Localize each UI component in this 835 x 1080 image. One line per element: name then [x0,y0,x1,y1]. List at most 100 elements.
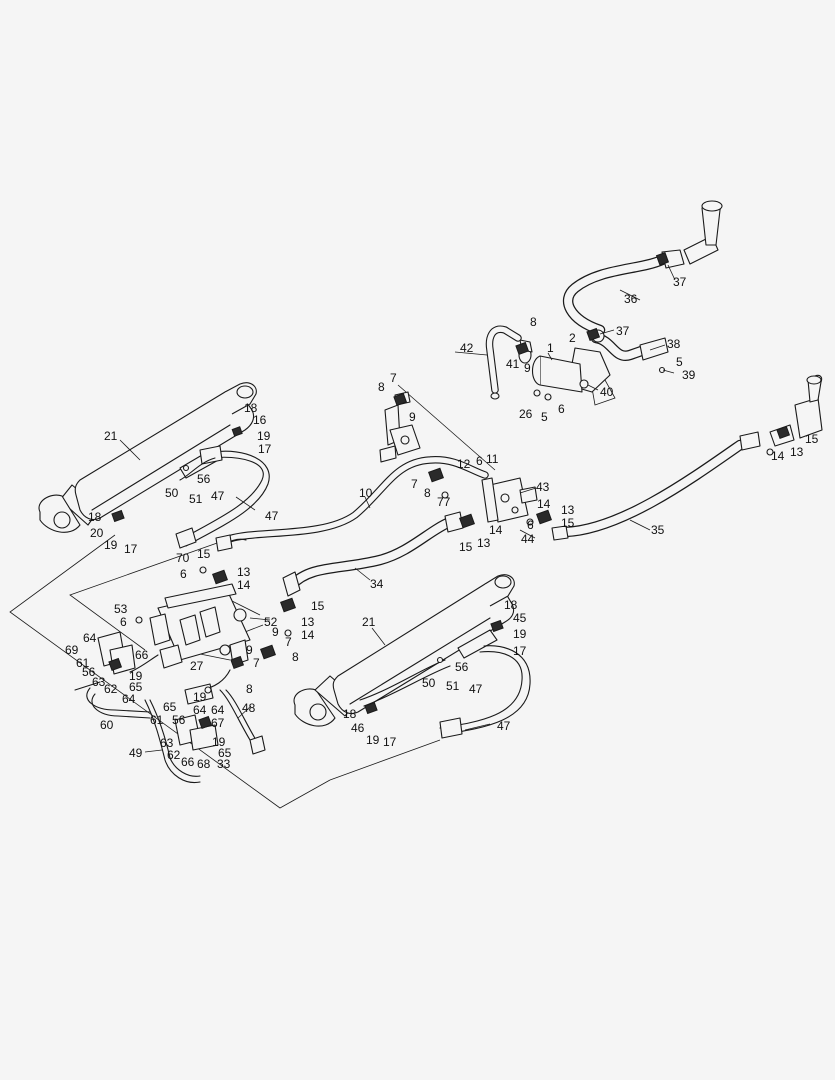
label-51: 51 [189,492,203,506]
label-15: 15 [561,516,575,530]
label-47: 47 [469,682,483,696]
label-48: 48 [242,701,256,715]
label-56: 56 [455,660,469,674]
label-60: 60 [100,718,114,732]
label-18: 18 [504,598,518,612]
label-56: 56 [82,665,96,679]
label-70: 70 [176,551,190,565]
label-14: 14 [771,449,785,463]
label-65: 65 [129,680,143,694]
lower-left-hoses [74,631,266,784]
label-64: 64 [193,703,207,717]
label-1: 1 [547,341,554,355]
label-77: 77 [437,495,451,509]
label-5: 5 [541,410,548,424]
fittings [108,251,791,730]
label-13: 13 [237,565,251,579]
label-9: 9 [272,625,279,639]
label-18: 18 [244,401,258,415]
label-52: 52 [264,615,278,629]
label-33: 33 [217,757,231,771]
label-39: 39 [682,368,696,382]
label-7: 7 [253,656,260,670]
label-6: 6 [476,454,483,468]
label-62: 62 [167,748,181,762]
label-15: 15 [459,540,473,554]
label-66: 66 [135,648,149,662]
lift-cylinder-upper [38,382,257,533]
label-14: 14 [537,497,551,511]
label-47: 47 [211,489,225,503]
hydraulic-pump [485,325,611,401]
label-64: 64 [122,692,136,706]
flow-divider [481,477,538,523]
label-47: 47 [497,719,511,733]
label-37: 37 [673,275,687,289]
leader-lines [119,264,676,753]
label-67: 67 [211,716,225,730]
label-6: 6 [558,402,565,416]
label-13: 13 [301,615,315,629]
label-38: 38 [667,337,681,351]
label-65: 65 [218,746,232,760]
reference-lines [9,379,616,809]
label-18: 18 [88,510,102,524]
label-17: 17 [383,735,397,749]
label-19: 19 [104,538,118,552]
label-68: 68 [197,757,211,771]
label-13: 13 [790,445,804,459]
label-14: 14 [237,578,251,592]
label-6: 6 [527,518,534,532]
label-46: 46 [351,721,365,735]
label-69: 69 [65,643,79,657]
label-51: 51 [446,679,460,693]
callout-labels: 1 2 5 5 6 6 6 6 6 7 7 7 7 8 8 8 8 8 9 9 … [65,275,819,771]
label-9: 9 [524,361,531,375]
label-49: 49 [129,746,143,760]
label-15: 15 [197,547,211,561]
label-26: 26 [519,407,533,421]
label-20: 20 [90,526,104,540]
label-19: 19 [257,429,271,443]
label-19: 19 [212,735,226,749]
label-6: 6 [120,615,127,629]
label-47: 47 [265,509,279,523]
label-17: 17 [513,644,527,658]
label-7: 7 [411,477,418,491]
label-17: 17 [258,442,272,456]
label-16: 16 [253,413,267,427]
label-21: 21 [362,615,376,629]
label-14: 14 [301,628,315,642]
label-21: 21 [104,429,118,443]
label-17: 17 [124,542,138,556]
label-12: 12 [457,457,471,471]
lift-cylinder-lower [293,574,515,727]
label-34: 34 [370,577,384,591]
label-64: 64 [211,703,225,717]
control-valve-block [149,583,251,669]
label-61: 61 [150,713,164,727]
label-11: 11 [486,452,499,466]
label-8: 8 [246,682,253,696]
label-56: 56 [197,472,211,486]
label-50: 50 [165,486,179,500]
label-41: 41 [506,357,520,371]
label-8: 8 [292,650,299,664]
label-8: 8 [530,315,537,329]
label-19: 19 [366,733,380,747]
label-66: 66 [181,755,195,769]
label-13: 13 [561,503,575,517]
label-18: 18 [343,707,357,721]
label-50: 50 [422,676,436,690]
label-14: 14 [489,523,503,537]
label-63: 63 [92,675,106,689]
label-44: 44 [521,532,535,546]
label-27: 27 [190,659,204,673]
label-10: 10 [359,486,373,500]
label-61: 61 [76,656,90,670]
label-35: 35 [651,523,665,537]
label-13: 13 [477,536,491,550]
label-8: 8 [424,486,431,500]
label-43: 43 [536,480,550,494]
